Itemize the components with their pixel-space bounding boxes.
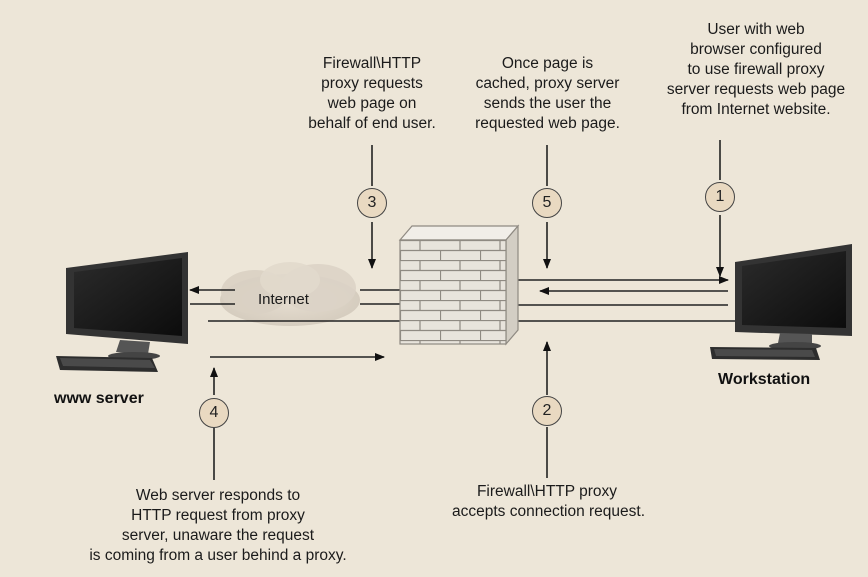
step-pointers <box>210 140 724 480</box>
step-5-badge: 5 <box>532 188 562 218</box>
step-2-badge: 2 <box>532 396 562 426</box>
internet-label: Internet <box>258 291 309 308</box>
www-server-label: www server <box>54 390 144 407</box>
www-server-computer-icon <box>56 252 188 372</box>
connection-lines <box>189 276 740 361</box>
cached-page-label: Once page is cached, proxy server sends … <box>475 55 620 132</box>
firewall-accept-label: Firewall\HTTP proxy accepts connection r… <box>452 483 646 520</box>
internet-cloud-icon <box>220 262 360 326</box>
firewall-request-label: Firewall\HTTP proxy requests web page on… <box>308 55 436 132</box>
step-1-badge: 1 <box>705 182 735 212</box>
firewall-icon <box>398 224 520 346</box>
step-3-badge: 3 <box>357 188 387 218</box>
workstation-label: Workstation <box>718 371 811 388</box>
workstation-computer-icon <box>710 244 852 360</box>
web-server-response-label: Web server responds to HTTP request from… <box>89 487 347 564</box>
user-request-label: User with web browser configured to use … <box>666 21 846 118</box>
step-4-badge: 4 <box>199 398 229 428</box>
